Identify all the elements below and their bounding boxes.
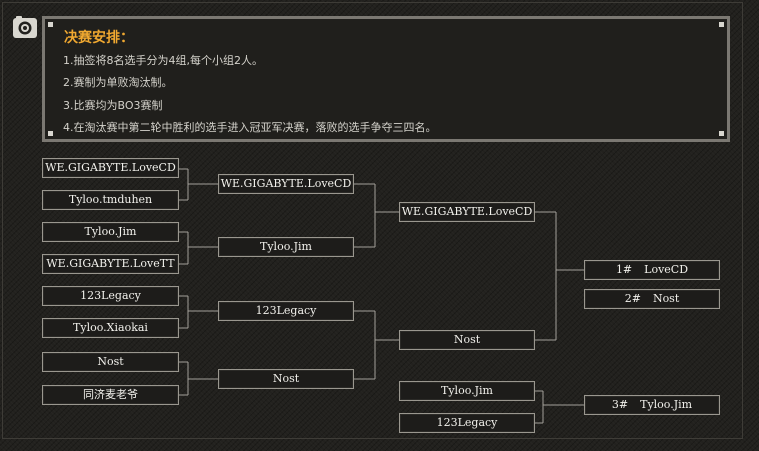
- rule-item: 1.抽签将8名选手分为4组,每个小组2人。: [63, 54, 263, 67]
- content-frame: [2, 2, 743, 439]
- round1-slot: WE.GIGABYTE.LoveTT: [42, 254, 179, 274]
- corner-dot: [48, 22, 53, 27]
- round2-slot: WE.GIGABYTE.LoveCD: [218, 174, 354, 194]
- corner-dot: [719, 131, 724, 136]
- camera-icon: [13, 16, 37, 38]
- round1-slot: 123Legacy: [42, 286, 179, 306]
- rank-label: 3#: [611, 398, 629, 411]
- corner-dot: [48, 131, 53, 136]
- rank-label: 2#: [624, 292, 641, 305]
- player-name: Tyloo.Jim: [640, 398, 693, 411]
- round1-slot: Nost: [42, 352, 179, 372]
- rule-item: 2.赛制为单败淘汰制。: [63, 76, 173, 89]
- semifinal-slot: Nost: [399, 330, 535, 350]
- player-name: LoveCD: [644, 263, 689, 276]
- round2-slot: Tyloo.Jim: [218, 237, 354, 257]
- corner-dot: [719, 22, 724, 27]
- round1-slot: 同济麦老爷: [42, 385, 179, 405]
- result-first: 1# LoveCD: [584, 260, 720, 280]
- round1-slot: Tyloo.Jim: [42, 222, 179, 242]
- semifinal-slot: WE.GIGABYTE.LoveCD: [399, 202, 535, 222]
- round1-slot: Tyloo.tmduhen: [42, 190, 179, 210]
- round1-slot: Tyloo.Xiaokai: [42, 318, 179, 338]
- result-second: 2# Nost: [584, 289, 720, 309]
- third-place-slot: 123Legacy: [399, 413, 535, 433]
- result-third: 3# Tyloo.Jim: [584, 395, 720, 415]
- rules-panel: 决赛安排： 1.抽签将8名选手分为4组,每个小组2人。 2.赛制为单败淘汰制。 …: [42, 16, 730, 142]
- rule-item: 4.在淘汰赛中第二轮中胜利的选手进入冠亚军决赛，落败的选手争夺三四名。: [63, 121, 437, 134]
- rule-item: 3.比赛均为BO3赛制: [63, 99, 163, 112]
- third-place-slot: Tyloo.Jim: [399, 381, 535, 401]
- round2-slot: Nost: [218, 369, 354, 389]
- rank-label: 1#: [615, 263, 633, 276]
- round1-slot: WE.GIGABYTE.LoveCD: [42, 158, 179, 178]
- round2-slot: 123Legacy: [218, 301, 354, 321]
- rules-title: 决赛安排：: [64, 30, 134, 46]
- player-name: Nost: [652, 292, 680, 305]
